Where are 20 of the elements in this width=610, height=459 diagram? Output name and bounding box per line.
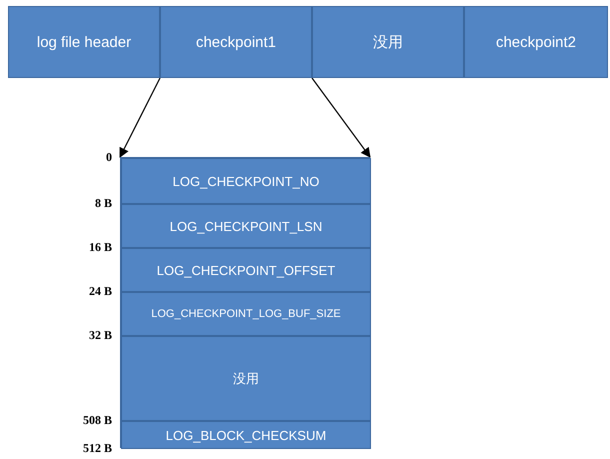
- field-box: checkpoint2: [464, 6, 608, 78]
- offset-label: 8 B: [94, 196, 112, 211]
- offset-label: 24 B: [88, 284, 112, 299]
- offset-label: 512 B: [82, 441, 112, 456]
- field-box: LOG_CHECKPOINT_NO: [121, 158, 371, 204]
- offset-label: 508 B: [82, 413, 112, 428]
- arrow: [312, 78, 371, 158]
- field-box: 没用: [312, 6, 464, 78]
- field-box: log file header: [8, 6, 160, 78]
- offset-label: 32 B: [88, 328, 112, 343]
- field-box: LOG_CHECKPOINT_OFFSET: [121, 248, 371, 292]
- offset-label: 16 B: [88, 240, 112, 255]
- field-box: checkpoint1: [160, 6, 312, 78]
- field-box: LOG_CHECKPOINT_LOG_BUF_SIZE: [121, 292, 371, 336]
- field-box: 没用: [121, 336, 371, 421]
- field-box: LOG_CHECKPOINT_LSN: [121, 204, 371, 248]
- offset-label: 0: [105, 150, 112, 165]
- record-box: [120, 157, 370, 448]
- field-box: LOG_BLOCK_CHECKSUM: [121, 421, 371, 449]
- arrow: [119, 78, 161, 158]
